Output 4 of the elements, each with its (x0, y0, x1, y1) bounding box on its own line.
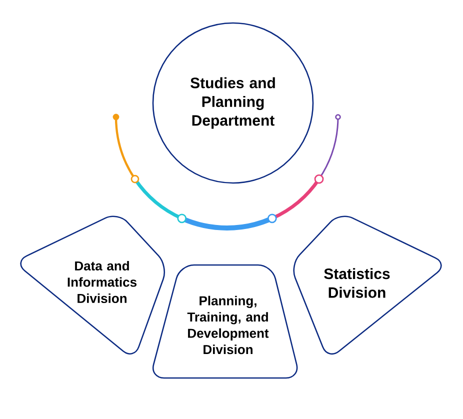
circle-node: Studies and Planning Department (152, 22, 314, 184)
division-card: Planning, Training, and Development Division (152, 264, 298, 379)
division-card: Statistics Division (293, 216, 442, 355)
division-card: Data and Informatics Division (20, 216, 165, 354)
